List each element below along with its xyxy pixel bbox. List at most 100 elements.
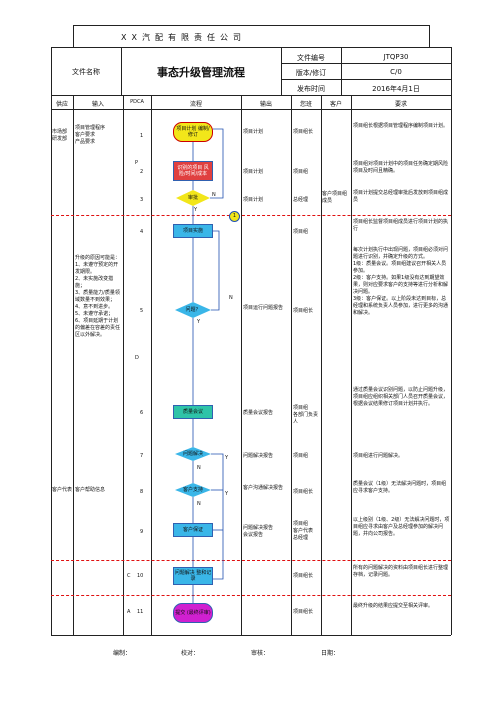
- col-supply: 供应: [55, 101, 68, 108]
- requirement-text: 项目组对项目计划中的项目任务确定期风险项目及时间且精确。: [353, 161, 449, 174]
- version-value: C/0: [390, 68, 402, 76]
- requirement-text: 以上级别（1级、2级）无法解决问题时，项目组应寻求由客户及总经理参加的解决问题，…: [353, 517, 450, 537]
- frame-left-top: [73, 25, 74, 47]
- label-yes: Y: [225, 491, 229, 497]
- output-text: 问题解决报告: [243, 453, 274, 459]
- date-value: 2016年4月1日: [372, 85, 420, 93]
- flow-label: 识别的项目 风险/时间/成本: [177, 165, 209, 177]
- input-text: 升级的原因可能是： 1、未遵守预定的开发期限。 2、未实施改变措施； 3、质量能…: [75, 255, 121, 338]
- hdr-divider-1: [121, 47, 122, 95]
- resp-text: 项目组长: [293, 573, 314, 579]
- input-text: 项目管理程序 客户要求 产品要求: [75, 125, 106, 145]
- col-line-3: [151, 95, 152, 635]
- flow-label: 质量会议: [182, 409, 203, 415]
- row-no: 3: [140, 197, 144, 203]
- company-bottom-line: [51, 47, 451, 48]
- col-line-5: [291, 95, 292, 635]
- resp-text: 项目组长: [293, 609, 314, 615]
- hdr-divider-3: [341, 47, 342, 95]
- output-text: 问题解决报告 会议报告: [243, 525, 274, 538]
- col-pdca: PDCA: [130, 99, 144, 105]
- label-no: N: [197, 465, 201, 471]
- flow-decision-issue: 问题？: [175, 302, 211, 318]
- row-no: 8: [140, 489, 144, 495]
- flow-step-implement: 项目实施: [173, 224, 213, 238]
- footer-date: 日期：: [321, 650, 340, 657]
- hdr-row-line-2: [281, 79, 451, 80]
- resp-text: 项目组长: [293, 489, 314, 495]
- requirement-text: 项目组长根据项目管理程序编制项目计划。: [353, 123, 449, 129]
- flow-decision-customer-support: 客户支持: [175, 483, 211, 497]
- output-text: 质量会议报告: [243, 410, 274, 416]
- file-name-label: 文件名称: [72, 68, 100, 76]
- output-text: 客户沟通解决报告: [243, 485, 284, 491]
- table-bottom-line: [51, 635, 451, 636]
- hdr-row-line-1: [281, 63, 451, 64]
- supply-text: 市场部 研发部: [52, 129, 68, 142]
- row-no: 1: [140, 133, 144, 139]
- row-no: 4: [140, 229, 144, 235]
- document-title: 事态升级管理流程: [157, 66, 245, 79]
- pdca-p: P: [135, 160, 139, 166]
- phase-separator-ca: [51, 595, 451, 596]
- label-yes: Y: [194, 207, 198, 213]
- flow-label: 提交 (最终评审): [175, 610, 211, 616]
- col-customer: 客户: [329, 101, 342, 108]
- flow-connectors: [192, 128, 224, 603]
- flow-label: 项目计划 编制/修订: [176, 126, 210, 138]
- output-text: 项目计划: [243, 197, 264, 203]
- flow-step-quality-meeting: 质量会议: [173, 405, 213, 419]
- row-no: 7: [140, 453, 144, 459]
- pdca-d: D: [135, 355, 139, 361]
- flow-decision-approve: 审批: [176, 190, 210, 206]
- customer-text: 客户项目组成员: [322, 191, 348, 204]
- label-yes: Y: [225, 455, 229, 461]
- process-document: XX汽配有限责任公司 文件名称 事态升级管理流程 文件编号 JTQP30 版本/…: [51, 25, 452, 685]
- resp-text: 项目组 各部门负责人: [293, 405, 319, 425]
- resp-text: 总经理: [293, 197, 309, 203]
- requirement-text: 最终升级的结果应提交至相关评审。: [353, 603, 434, 609]
- flow-step-submit: 提交 (最终评审): [173, 603, 213, 623]
- flow-label: 客户支持: [182, 487, 203, 493]
- row-no: 10: [137, 573, 144, 579]
- frame-left: [51, 47, 52, 635]
- label-no: N: [212, 192, 216, 198]
- footer-approved: 审核：: [251, 650, 270, 657]
- col-line-2: [123, 95, 124, 635]
- flow-step-risk: 识别的项目 风险/时间/成本: [173, 161, 213, 181]
- flow-decision-resolve: 问题解决: [175, 447, 211, 461]
- row-no: 6: [140, 410, 144, 416]
- col-line-4: [241, 95, 242, 635]
- flow-label: 审批: [187, 195, 198, 201]
- resp-text: 项目组长: [293, 308, 314, 314]
- input-text: 客户帮助信息: [75, 487, 106, 493]
- output-text: 项目计划: [243, 129, 264, 135]
- resp-text: 项目组: [293, 169, 309, 175]
- col-input: 输入: [91, 101, 104, 108]
- col-flow: 流程: [189, 101, 202, 108]
- flow-label: 问题解决 整和记录: [174, 570, 212, 582]
- requirement-text: 所有的问题解决的资料由项目组长进行整理存档，记录问题。: [353, 565, 449, 578]
- header-bottom-line: [51, 95, 451, 96]
- output-text: 项目运行问题报告: [243, 305, 284, 311]
- phase-separator-dc: [51, 560, 451, 561]
- col-line-7: [351, 95, 352, 635]
- row-no: 5: [140, 308, 144, 314]
- column-header-line: [51, 109, 451, 110]
- resp-text: 项目组: [293, 453, 309, 459]
- resp-text: 项目组长: [293, 129, 314, 135]
- supply-text: 客户代表: [52, 487, 73, 493]
- flow-label: 问题解决: [182, 451, 203, 457]
- date-label: 发布时间: [297, 85, 325, 93]
- flow-step-plan: 项目计划 编制/修订: [173, 122, 213, 142]
- requirement-text: 每次计划执行中出现问题，项目组必须对问题进行识别，并确定升级的方式。 1级：质量…: [353, 247, 449, 316]
- connector-circle: 1: [229, 211, 240, 222]
- label-no: N: [197, 501, 201, 507]
- flow-label: 项目实施: [182, 228, 203, 234]
- label-yes: Y: [197, 319, 201, 325]
- flow-step-customer-assurance: 客户保证: [173, 523, 213, 537]
- requirement-text: 质量会议（1级）无法解决问题时，项目组应寻求客户支持。: [353, 481, 447, 494]
- pdca-c: C: [127, 573, 131, 579]
- footer-reviewed: 校对：: [181, 650, 200, 657]
- frame-top: [73, 25, 429, 26]
